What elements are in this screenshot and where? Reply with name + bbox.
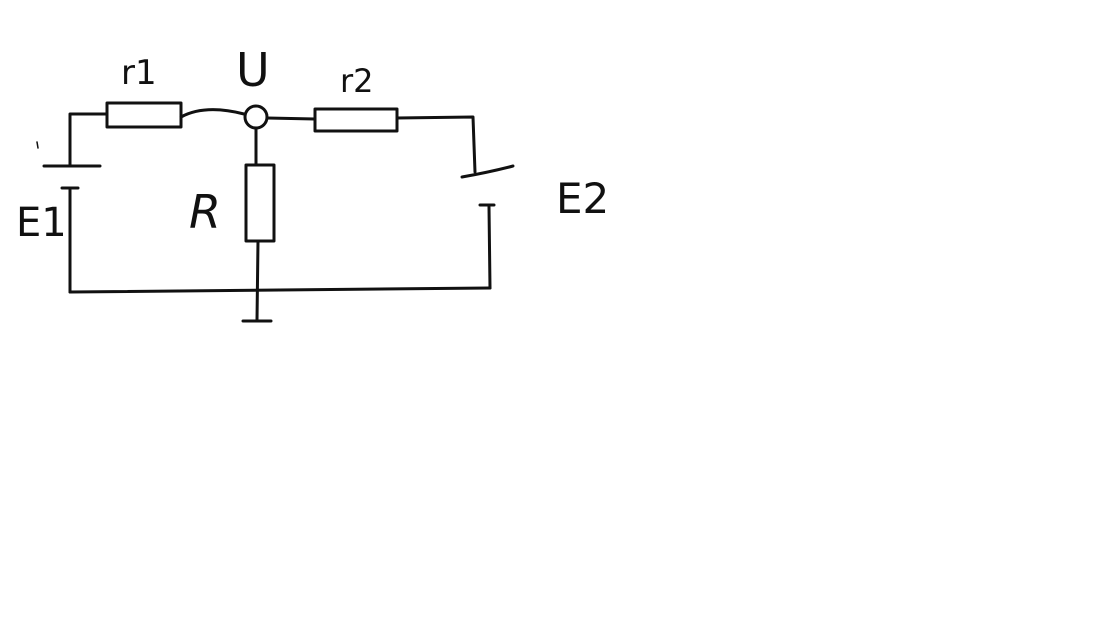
wire-e1-top [68,112,109,167]
wire-r2-to-e2 [395,115,477,174]
resistor-r2 [313,107,399,133]
resistor-r [244,163,276,243]
wire-r1-to-node [179,108,246,119]
label-r2: r2 [340,62,374,100]
wire-e2-bottom [487,205,492,290]
resistor-r1 [105,101,183,129]
label-e2: E2 [556,174,609,223]
wire-r-to-ground [255,239,260,322]
label-u: U [236,43,270,97]
wire-bottom-return [68,286,492,294]
label-e1: E1 [16,200,67,246]
label-r: R [189,185,221,239]
stray-mark [36,141,39,149]
e2-long-plate [460,164,515,179]
wire-node-to-r2 [265,116,317,121]
label-r1: r1 [121,53,157,93]
